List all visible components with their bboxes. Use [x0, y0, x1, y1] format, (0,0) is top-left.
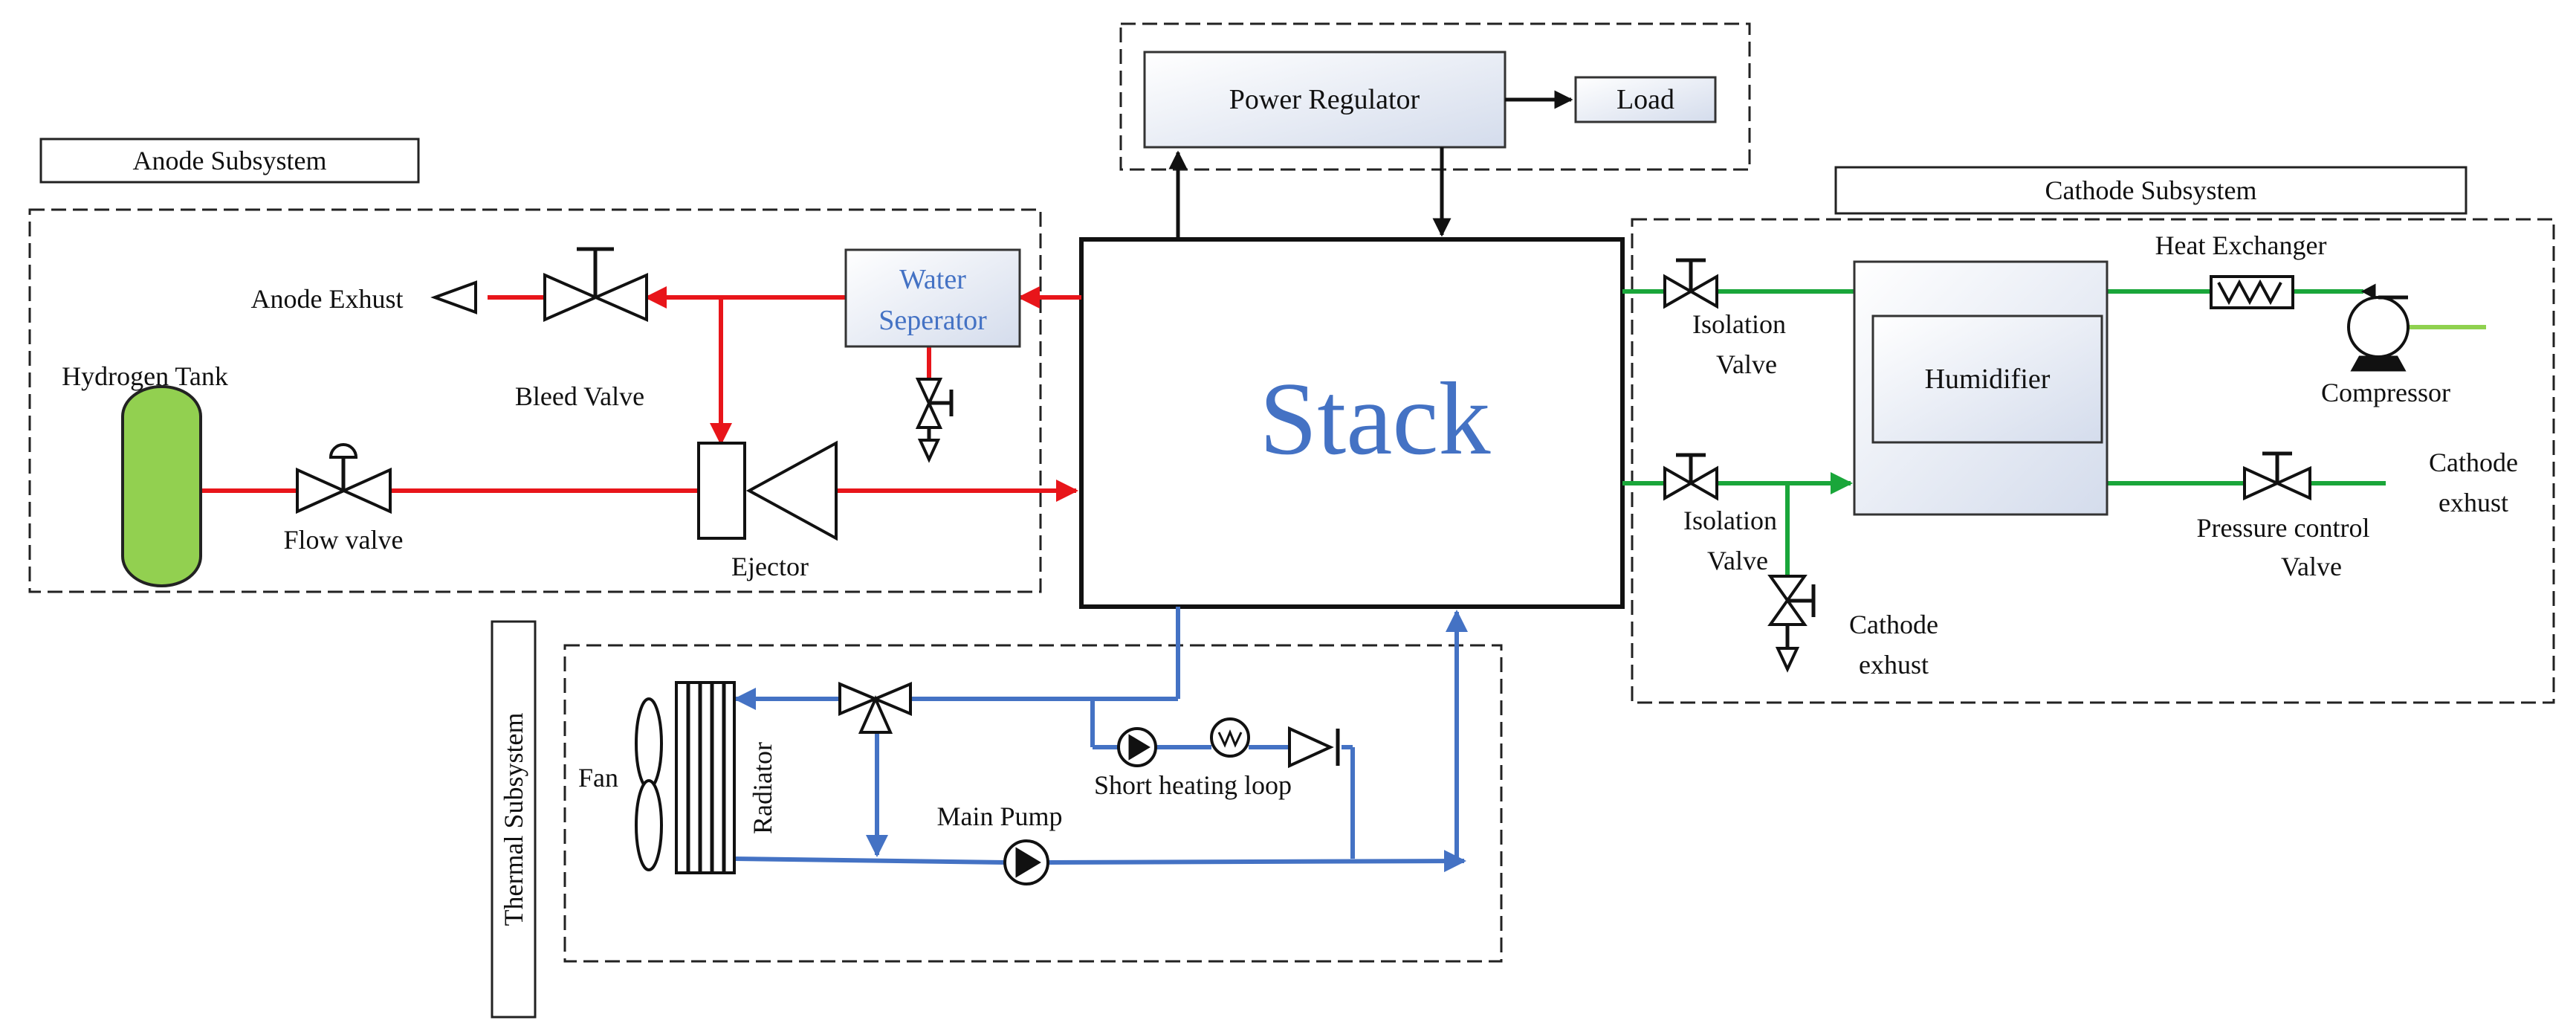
- cathode-exhaust-bottom-label-1: Cathode: [1849, 610, 1938, 639]
- power-regulator-label: Power Regulator: [1229, 84, 1420, 115]
- isolation-valve-bottom-label-1: Isolation: [1683, 506, 1777, 535]
- cathode-boundary: [1631, 218, 2555, 704]
- compressor-icon: [2347, 283, 2410, 372]
- purge-valve-icon: [1767, 575, 1816, 673]
- cathode-exhaust-right-label-1: Cathode: [2429, 448, 2518, 477]
- power-regulator-box: [1143, 51, 1507, 149]
- water-separator-label-1: Water: [899, 264, 966, 295]
- radiator-label: Radiator: [748, 742, 777, 834]
- bleed-valve-icon: [543, 247, 648, 323]
- drain-valve-icon: [915, 378, 954, 463]
- pressure-control-label-1: Pressure control: [2197, 513, 2370, 543]
- pressure-control-valve-icon: [2243, 451, 2311, 501]
- water-separator-label-2: Seperator: [878, 305, 987, 336]
- bleed-valve-label: Bleed Valve: [515, 381, 644, 411]
- isolation-valve-bottom-label-2: Valve: [1707, 546, 1768, 575]
- humidifier-label: Humidifier: [1925, 364, 2051, 395]
- heater-icon: [1210, 717, 1250, 758]
- heat-exchanger-icon: [2210, 275, 2294, 309]
- cathode-exhaust-right-label-2: exhust: [2439, 488, 2508, 517]
- fan-icon: [635, 697, 663, 871]
- humidifier-inner: [1871, 314, 2103, 444]
- stack-label: Stack: [1259, 361, 1490, 477]
- pressure-control-label-2: Valve: [2281, 552, 2342, 581]
- hydrogen-tank-label: Hydrogen Tank: [62, 361, 228, 391]
- main-pump-icon: [1003, 839, 1049, 885]
- three-way-valve-icon: [838, 681, 912, 734]
- hydrogen-tank: [121, 385, 202, 587]
- flow-valve-label: Flow valve: [284, 525, 404, 555]
- isolation-valve-bottom-icon: [1663, 453, 1718, 501]
- heat-exchanger-label: Heat Exchanger: [2155, 230, 2327, 260]
- isolation-valve-top-label-1: Isolation: [1692, 309, 1786, 339]
- cathode-exhaust-bottom-label-2: exhust: [1859, 650, 1929, 680]
- water-separator-box: [844, 248, 1021, 348]
- power-boundary: [1119, 22, 1751, 171]
- anode-exhaust-label: Anode Exhust: [251, 284, 404, 314]
- ejector-label: Ejector: [731, 552, 809, 581]
- isolation-valve-top-icon: [1663, 258, 1718, 309]
- ejector-icon: [697, 440, 838, 541]
- anode-exhaust-icon: [430, 280, 477, 314]
- load-box: [1574, 76, 1717, 123]
- isolation-valve-top-label-2: Valve: [1716, 349, 1777, 379]
- fan-label: Fan: [578, 763, 618, 793]
- load-label: Load: [1617, 84, 1674, 115]
- check-valve-icon: [1288, 726, 1340, 769]
- stack-box: [1079, 237, 1625, 609]
- radiator-icon: [675, 681, 736, 874]
- anode-subsystem-title: Anode Subsystem: [133, 146, 327, 175]
- thermal-subsystem-title: Thermal Subsystem: [499, 713, 528, 926]
- short-heating-loop-label: Short heating loop: [1094, 770, 1292, 800]
- anode-boundary: [28, 208, 1042, 593]
- flow-valve-icon: [296, 443, 392, 514]
- compressor-label: Compressor: [2321, 378, 2450, 407]
- main-pump-label: Main Pump: [936, 801, 1062, 831]
- cathode-subsystem-title: Cathode Subsystem: [2045, 175, 2257, 205]
- short-loop-pump-icon: [1117, 727, 1157, 767]
